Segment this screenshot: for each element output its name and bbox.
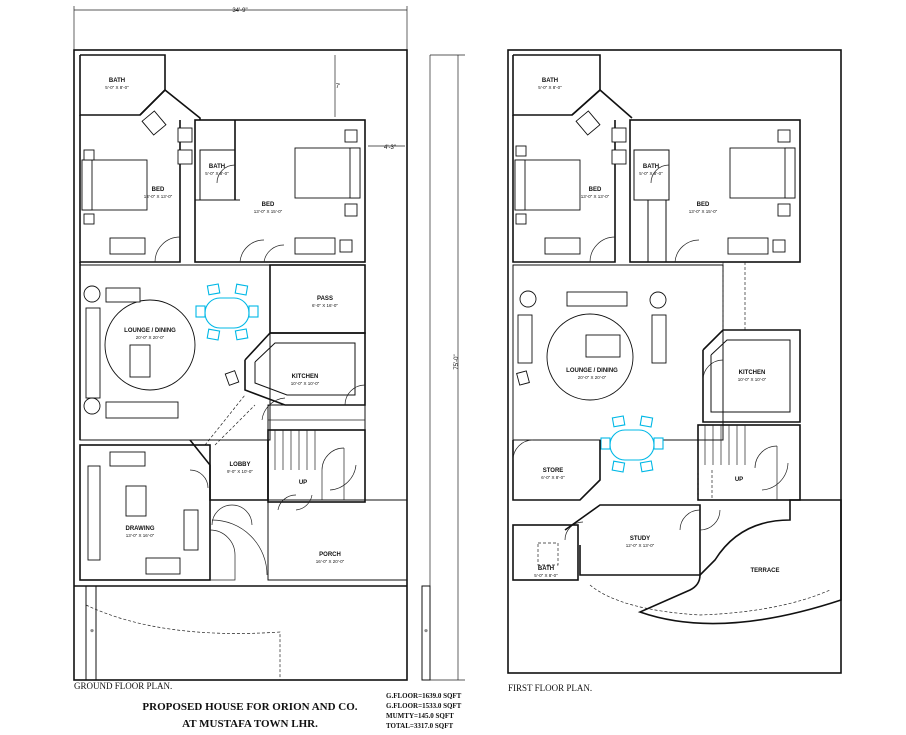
- ff-bath-mid-size: 5'-0" X 8'-0": [639, 171, 663, 176]
- gf-bed-right-label: BED: [262, 202, 275, 208]
- ff-study-size: 12'-0" X 13'-0": [626, 543, 655, 548]
- gf-dining-set: [195, 283, 259, 341]
- first-floor-plan: BATH 5'-0" X 8'-0" BATH 5'-0" X 8'-0" BE…: [507, 49, 842, 693]
- ff-bath-low-size: 5'-0" X 8'-0": [534, 573, 558, 578]
- gf-kitchen-label: KITCHEN: [292, 374, 319, 380]
- ff-lounge-size: 20'-0" X 20'-0": [578, 375, 607, 380]
- gf-lounge-label: LOUNGE / DINING: [124, 328, 176, 334]
- ff-bath-top-size: 5'-0" X 8'-0": [538, 85, 562, 90]
- gf-bed-right: [294, 147, 361, 199]
- dim-setback: 4'-3": [384, 145, 396, 151]
- gf-bath-mid-size: 5'-0" X 8'-0": [205, 171, 229, 176]
- title-line-2: AT MUSTAFA TOWN LHR.: [182, 718, 318, 730]
- gf-stair-up: UP: [299, 480, 307, 486]
- svg-text:⊕: ⊕: [424, 628, 428, 633]
- svg-text:⊕: ⊕: [90, 628, 94, 633]
- area-total: TOTAL=3317.0 SQFT: [386, 722, 453, 730]
- ff-bed-right-label: BED: [697, 202, 710, 208]
- ff-store-size: 6'-0" X 8'-0": [541, 475, 565, 480]
- area-mumty: MUMTY=145.0 SQFT: [386, 712, 454, 720]
- dim-depth: 75'-0": [454, 354, 460, 369]
- ff-bath-top-label: BATH: [542, 78, 558, 84]
- dim-top-width: 34'-9": [232, 8, 247, 14]
- gf-pass-size: 6'-0" X 16'-0": [312, 303, 338, 308]
- gf-lobby-size: 9'-0" X 10'-0": [227, 469, 253, 474]
- title-line-1: PROPOSED HOUSE FOR ORION AND CO.: [142, 701, 357, 713]
- gf-lounge-size: 20'-0" X 20'-0": [136, 335, 165, 340]
- gf-bath-top-size: 5'-0" X 8'-0": [105, 85, 129, 90]
- gf-bed-right-size: 13'-0" X 15'-0": [254, 209, 283, 214]
- gf-drawing-size: 13'-0" X 16'-0": [126, 533, 155, 538]
- gf-porch-size: 16'-0" X 20'-0": [316, 559, 345, 564]
- gf-lobby-label: LOBBY: [230, 462, 251, 468]
- ff-bed-left-size: 13'-0" X 13'-0": [581, 194, 610, 199]
- ff-kitchen-label: KITCHEN: [739, 370, 766, 376]
- gf-bed-left: [81, 159, 148, 211]
- dim-side: 7': [336, 84, 340, 90]
- gf-bath-top-label: BATH: [109, 78, 125, 84]
- ff-bed-left-label: BED: [589, 187, 602, 193]
- ff-bed-right-size: 13'-0" X 15'-0": [689, 209, 718, 214]
- ff-lounge-label: LOUNGE / DINING: [566, 368, 618, 374]
- ff-study-label: STUDY: [630, 536, 650, 542]
- ff-caption: FIRST FLOOR PLAN.: [508, 683, 592, 693]
- title-block: PROPOSED HOUSE FOR ORION AND CO. AT MUST…: [142, 692, 461, 730]
- area-first: G.FLOOR=1533.0 SQFT: [386, 702, 462, 710]
- gf-porch-label: PORCH: [319, 552, 341, 558]
- ff-bath-low-label: BATH: [538, 566, 554, 572]
- ff-terrace-label: TERRACE: [750, 568, 779, 574]
- gf-bed-left-label: BED: [152, 187, 165, 193]
- gf-caption: GROUND FLOOR PLAN.: [74, 681, 172, 691]
- ground-floor-plan: 34'-9" 75'-0" 7' 4'-3" BATH 5'-0" X 8'-0…: [73, 6, 465, 691]
- ff-store-label: STORE: [543, 468, 564, 474]
- gf-pass-label: PASS: [317, 296, 333, 302]
- ff-bath-mid-label: BATH: [643, 164, 659, 170]
- ff-kitchen-size: 10'-0" X 10'-0": [738, 377, 767, 382]
- ff-stair-up: UP: [735, 477, 743, 483]
- gf-bath-mid-label: BATH: [209, 164, 225, 170]
- gf-bed-left-size: 13'-0" X 13'-0": [144, 194, 173, 199]
- gf-drawing-label: DRAWING: [126, 526, 155, 532]
- gf-kitchen-size: 10'-0" X 10'-0": [291, 381, 320, 386]
- area-ground: G.FLOOR=1639.0 SQFT: [386, 692, 462, 700]
- ff-dining-set: [600, 415, 664, 473]
